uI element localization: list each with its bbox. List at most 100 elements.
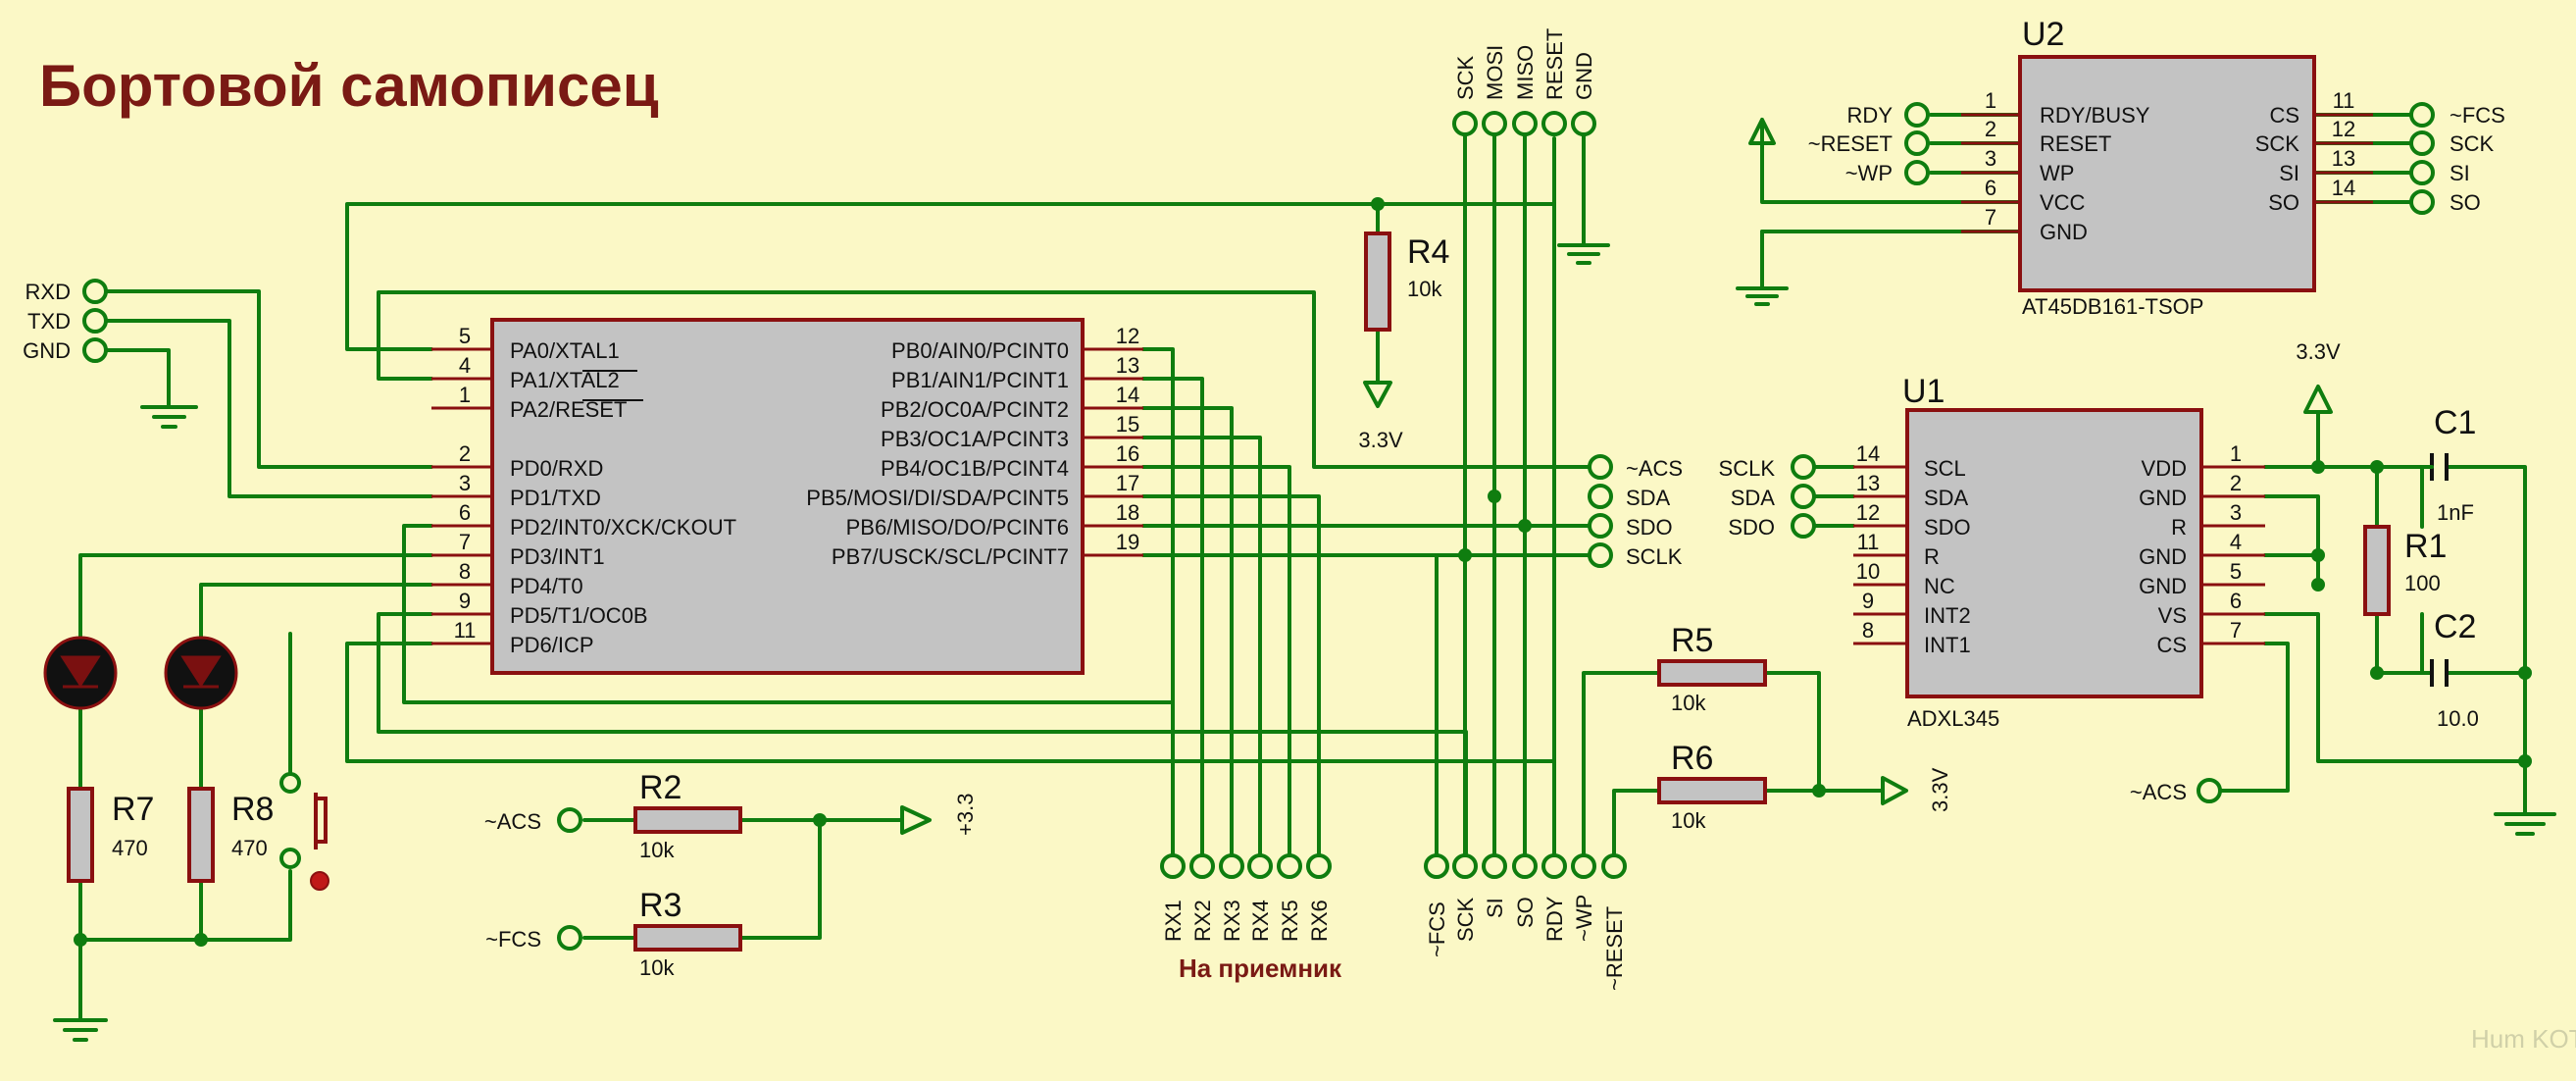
ground-icon: [53, 1018, 108, 1042]
flash-pin-label: SO: [1513, 897, 1538, 928]
pin-name: CS: [2156, 633, 2187, 657]
flash-pin-label: ~WP: [1572, 895, 1596, 942]
pin-number: 10: [1856, 559, 1880, 584]
pin-number: 5: [2230, 559, 2242, 584]
pin-number: 14: [1856, 441, 1880, 466]
pin-number: 13: [2332, 146, 2355, 171]
resistor-r8: R8 470: [187, 787, 274, 883]
pin-name: SI: [2279, 161, 2299, 185]
ground-icon: [1557, 243, 1610, 265]
pin-name: PB0/AIN0/PCINT0: [891, 338, 1069, 363]
led-1: [43, 636, 118, 710]
net-label: ~RESET: [1808, 131, 1893, 156]
pin-name: SCL: [1924, 456, 1966, 481]
net-label: SDA: [1731, 486, 1776, 510]
terminal: [1189, 853, 1215, 879]
pin-name: VDD: [2142, 456, 2187, 481]
isp-pin-label: MISO: [1513, 45, 1538, 100]
terminal: [1512, 853, 1538, 879]
rx-pin-label: RX5: [1278, 900, 1302, 942]
pin-number: 13: [1116, 353, 1139, 378]
pin-name: RESET: [2040, 131, 2111, 156]
ground-icon: [1736, 286, 1789, 306]
pin-number: 9: [1862, 589, 1874, 613]
mcu-left-pins: 5 PA0/XTAL1 4 PA1/XTAL2 1 PA2/RESET 2 PD…: [454, 324, 736, 657]
power-arrow-icon: [1748, 118, 1776, 145]
pin-name: INT2: [1924, 603, 1971, 628]
led-2: [164, 636, 238, 710]
terminal: [557, 807, 582, 833]
c2-value: 10.0: [2437, 706, 2479, 731]
terminal: [1588, 542, 1613, 568]
capacitor-c2: C2 10.0: [2430, 608, 2479, 731]
pin-name: PD1/TXD: [510, 486, 601, 510]
pin-name: SO: [2268, 190, 2299, 215]
supply-label: 3.3V: [1928, 767, 1952, 812]
mcu-right-pins: 12 PB0/AIN0/PCINT0 13 PB1/AIN1/PCINT1 14…: [806, 324, 1139, 569]
terminal: [2409, 102, 2435, 128]
pin-name: RDY/BUSY: [2040, 103, 2150, 128]
pin-number: 6: [2230, 589, 2242, 613]
pin-number: 8: [459, 559, 471, 584]
c2-ref: C2: [2434, 608, 2476, 645]
terminal: [1904, 102, 1930, 128]
terminal: [1452, 111, 1478, 136]
supply-label: +3.3: [953, 794, 978, 836]
terminal: [1247, 853, 1273, 879]
capacitor-c1: C1 1nF: [2420, 404, 2476, 525]
pin-number: 13: [1856, 471, 1880, 495]
u1-part-number: ADXL345: [1907, 706, 1999, 731]
pin-name: WP: [2040, 161, 2074, 185]
resistor-r5: R5 10k: [1657, 622, 1767, 715]
pin-name: CS: [2269, 103, 2299, 128]
button-contact: [279, 772, 301, 794]
resistor-r3: R3 10k ~FCS: [485, 887, 742, 980]
pin-name: GND: [2139, 544, 2187, 569]
r2-ref: R2: [639, 769, 682, 806]
r4-ref: R4: [1407, 233, 1449, 271]
net-label: SDO: [1626, 515, 1673, 540]
pin-number: 3: [1985, 146, 1996, 171]
flash-pin-label: ~RESET: [1602, 906, 1627, 991]
push-button: [279, 772, 329, 891]
u1-accelerometer-chip: U1 14 SCL 13 SDA 12 SDO 11 R 10 NC 9 INT…: [1719, 339, 2556, 836]
r1-ref: R1: [2404, 528, 2447, 565]
ground-icon: [2494, 812, 2556, 836]
pin-name: GND: [2139, 486, 2187, 510]
terminal: [1277, 853, 1302, 879]
wires: [78, 113, 2527, 1022]
terminal: [1541, 111, 1567, 136]
pin-name: VCC: [2040, 190, 2086, 215]
u2-body: [2018, 55, 2316, 292]
pin-name: PB5/MOSI/DI/SDA/PCINT5: [806, 486, 1069, 510]
power-arrow-icon: [1363, 381, 1392, 408]
net-label: SCLK: [1626, 544, 1683, 569]
pin-name: PB3/OC1A/PCINT3: [881, 427, 1069, 451]
power-arrow-icon: [2303, 385, 2333, 414]
terminal: [2409, 189, 2435, 215]
uart-header: RXD TXD GND: [23, 279, 198, 429]
pin-name: NC: [1924, 574, 1955, 598]
ground-icon: [140, 405, 198, 429]
pin-name: PB4/OC1B/PCINT4: [881, 456, 1069, 481]
pin-number: 14: [2332, 176, 2355, 200]
diode-icon: [60, 655, 101, 689]
terminal: [1482, 111, 1507, 136]
resistor-r4: R4 10k 3.3V: [1358, 232, 1449, 452]
pin-number: 12: [1116, 324, 1139, 348]
flash-pin-label: ~FCS: [1425, 901, 1449, 957]
uart-pin-label: TXD: [27, 309, 71, 334]
resistor-r1: R1 100: [2363, 525, 2447, 616]
supply-label: 3.3V: [2296, 339, 2341, 364]
pin-name: SDO: [1924, 515, 1971, 540]
terminal: [1306, 853, 1332, 879]
pin-number: 7: [2230, 618, 2242, 643]
pin-number: 6: [459, 500, 471, 525]
net-label: ~FCS: [2450, 103, 2505, 128]
pin-number: 8: [1862, 618, 1874, 643]
pin-name: PB7/USCK/SCL/PCINT7: [832, 544, 1069, 569]
pin-number: 14: [1116, 383, 1139, 407]
r2-value: 10k: [639, 838, 675, 862]
flash-pin-label: SI: [1483, 898, 1507, 918]
terminal: [1571, 853, 1596, 879]
